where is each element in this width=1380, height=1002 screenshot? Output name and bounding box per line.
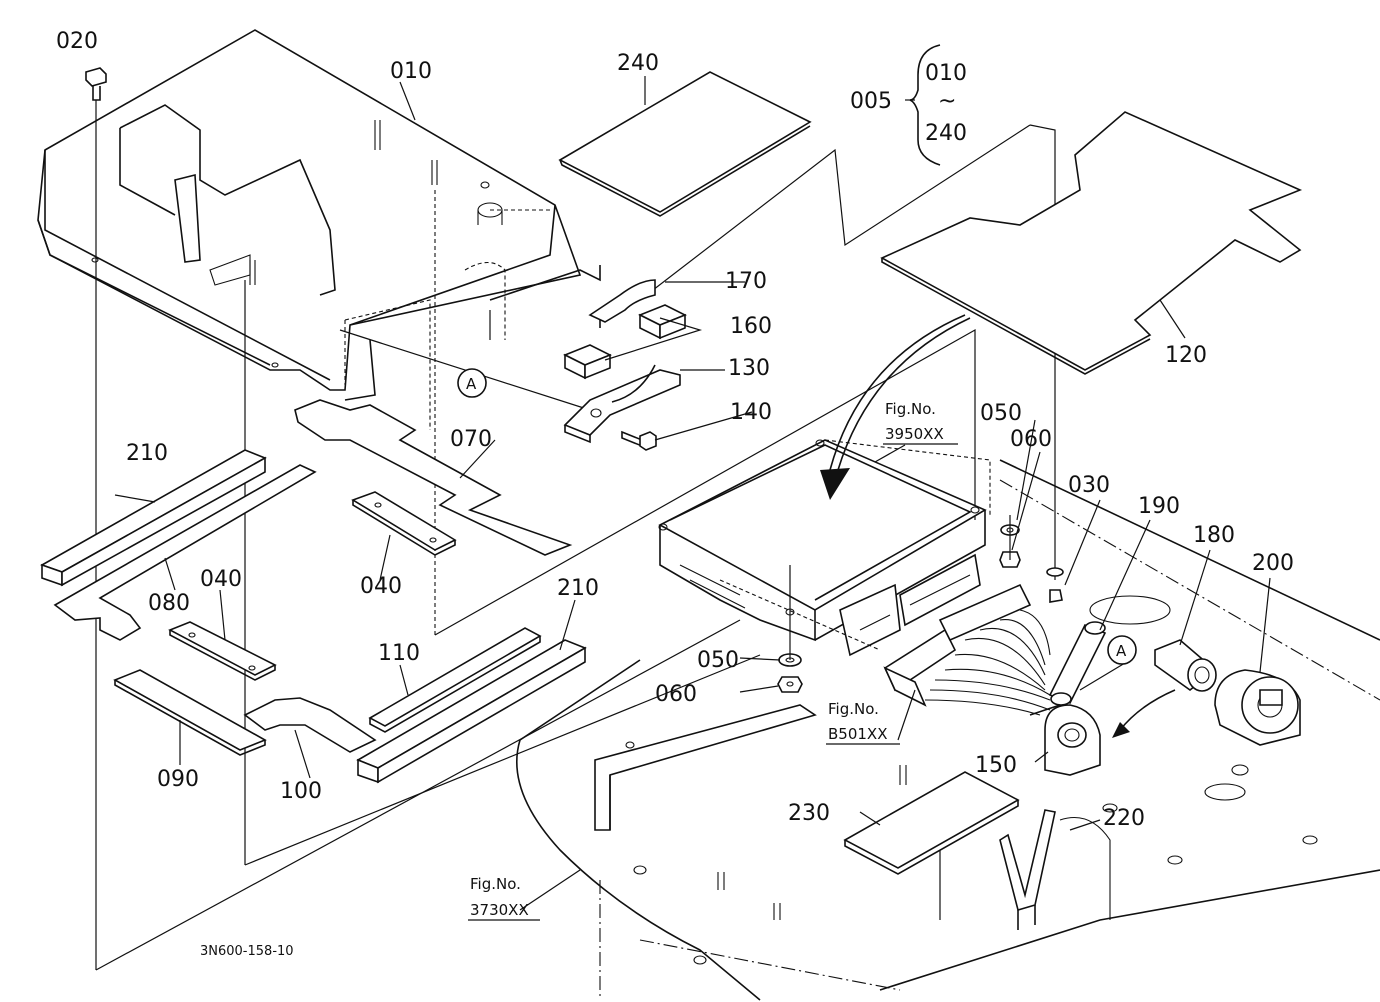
label-020: 020 [56,29,98,54]
bolt-140 [621,430,657,451]
label-070: 070 [450,427,492,452]
label-030: 030 [1068,473,1110,498]
detail-marker-a-right: A [1107,635,1137,665]
part-labels: 020 010 240 005 010 ~ 240 170 160 130 14… [56,29,1294,831]
svg-text:3950XX: 3950XX [885,425,944,443]
label-130: 130 [728,356,770,381]
block-160-right [638,304,687,340]
fig-ref-b501xx: Fig.No. B501XX [826,700,900,745]
svg-text:3730XX: 3730XX [470,901,529,919]
assembly-bracket [909,44,941,166]
label-120: 120 [1165,343,1207,368]
rotation-arrow [820,314,971,500]
label-200: 200 [1252,551,1294,576]
leader-lines [114,76,1271,911]
grommet-200 [1214,669,1301,746]
label-190: 190 [1138,494,1180,519]
label-150: 150 [975,753,1017,778]
cover-studs [249,120,438,285]
insert-arrow [1112,689,1176,738]
strip-090 [113,669,267,756]
tube-190 [1048,621,1107,706]
label-100: 100 [280,779,322,804]
label-005: 005 [850,89,892,114]
label-230: 230 [788,801,830,826]
plate-080 [53,464,317,641]
svg-text:Fig.No.: Fig.No. [828,700,879,718]
bar-210-right [356,639,587,784]
svg-text:A: A [466,375,477,393]
plate-studs [717,765,907,920]
label-210-right: 210 [557,576,599,601]
wire-harness [883,583,1061,716]
label-140: 140 [730,400,772,425]
strip-040-lower [168,621,277,681]
label-160: 160 [730,314,772,339]
label-060-lower: 060 [655,682,697,707]
bracket-130 [563,364,681,444]
cover-010 [37,29,601,430]
label-040-lower: 040 [200,567,242,592]
label-range-from: 010 [925,61,967,86]
label-170: 170 [725,269,767,294]
nut-060-lower [777,676,803,693]
label-240: 240 [617,51,659,76]
label-010: 010 [390,59,432,84]
fig-ref-3730xx: Fig.No. 3730XX [468,875,540,921]
block-160-left [563,344,612,380]
outline-step [639,124,1031,301]
floor-plate [516,459,1380,1001]
strip-110 [368,627,542,733]
strip-040-upper [351,491,457,556]
sleeve-180 [1154,639,1217,692]
sheet-120 [880,111,1303,375]
drawing-code: 3N600-158-10 [200,944,294,959]
svg-text:Fig.No.: Fig.No. [470,875,521,893]
label-040-upper: 040 [360,574,402,599]
bracket-170 [588,279,656,328]
label-110: 110 [378,641,420,666]
bolt-030 [1046,567,1064,603]
label-050-lower: 050 [697,648,739,673]
sheet-230 [843,771,1020,875]
label-range-to: 240 [925,121,967,146]
label-050-upper: 050 [980,401,1022,426]
label-180: 180 [1193,523,1235,548]
label-220: 220 [1103,806,1145,831]
bar-210-left [40,449,267,587]
fig-ref-3950xx: Fig.No. 3950XX [883,400,958,445]
label-090: 090 [157,767,199,792]
label-210-left: 210 [126,441,168,466]
sheet-240 [558,71,812,217]
clip-220 [999,809,1056,930]
plate-100 [243,697,377,753]
label-range-sep: ~ [938,89,956,114]
label-060-upper: 060 [1010,427,1052,452]
lower-bracket [594,704,817,831]
svg-text:B501XX: B501XX [828,725,887,743]
detail-marker-a-left: A [457,368,487,398]
svg-text:A: A [1116,642,1127,660]
label-080: 080 [148,591,190,616]
plate-070 [294,399,573,556]
controller-unit [658,439,991,657]
grommet-150 [1044,704,1101,776]
svg-text:Fig.No.: Fig.No. [885,400,936,418]
